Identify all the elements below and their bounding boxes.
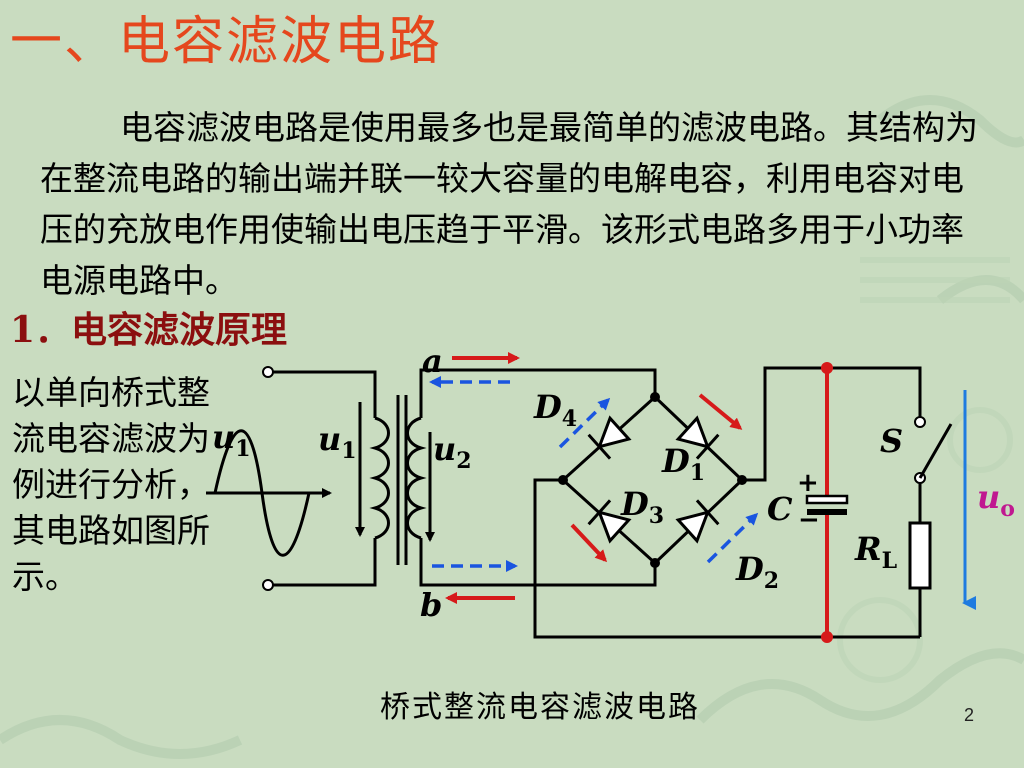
section-heading: 1．电容滤波原理 (10, 309, 288, 351)
load-resistor (908, 521, 932, 590)
diode-d2 (675, 499, 720, 544)
primary-winding (369, 416, 390, 540)
diode-d2-label: D2 (735, 550, 779, 594)
source-voltage-label: u1 (212, 418, 251, 462)
node-a-label: a (422, 342, 443, 380)
side-description: 以单向桥式整流电容滤波为例进行分析，其电路如图所示。 (12, 373, 210, 596)
primary-voltage-label: u1 (318, 420, 357, 464)
current-arrows-positive-half (445, 352, 743, 604)
junction-dots (558, 392, 747, 568)
page-number: 2 (964, 705, 975, 725)
current-arrows-negative-half (429, 376, 759, 572)
diode-d4 (587, 415, 632, 460)
diode-d4-label: D4 (533, 388, 577, 432)
capacitor-minus-sign: − (798, 505, 820, 535)
switch-label: S (880, 422, 903, 460)
capacitor-node-bottom (821, 631, 833, 643)
capacitor-node-top (821, 362, 833, 374)
secondary-voltage-label: u2 (433, 430, 472, 474)
slide-title: 一、电容滤波电路 (10, 12, 443, 72)
capacitor-plate-positive (805, 494, 849, 505)
secondary-winding (406, 416, 427, 540)
switch-contact-top (914, 416, 926, 428)
primary-wires (268, 370, 377, 587)
switch-blade (918, 423, 953, 479)
output-voltage-label: uo (977, 478, 1015, 522)
capacitor-plate-negative (807, 509, 847, 515)
load-resistor-label: RL (854, 530, 897, 574)
diode-d3-label: D3 (620, 485, 664, 529)
input-terminal-top (262, 366, 274, 378)
diagram-caption: 桥式整流电容滤波电路 (380, 690, 700, 725)
capacitor-plus-sign: + (797, 468, 819, 498)
node-b-label: b (420, 586, 442, 624)
diode-d1-label: D1 (661, 442, 705, 486)
capacitor-label: C (767, 490, 793, 528)
secondary-wires (419, 368, 657, 587)
diode-d1 (675, 415, 720, 460)
input-terminal-bottom (262, 579, 274, 591)
diode-d3 (587, 499, 632, 544)
bridge-wires (533, 366, 922, 639)
intro-paragraph: 电容滤波电路是使用最多也是最简单的滤波电路。其结构为在整流电路的输出端并联一较大… (40, 108, 978, 300)
